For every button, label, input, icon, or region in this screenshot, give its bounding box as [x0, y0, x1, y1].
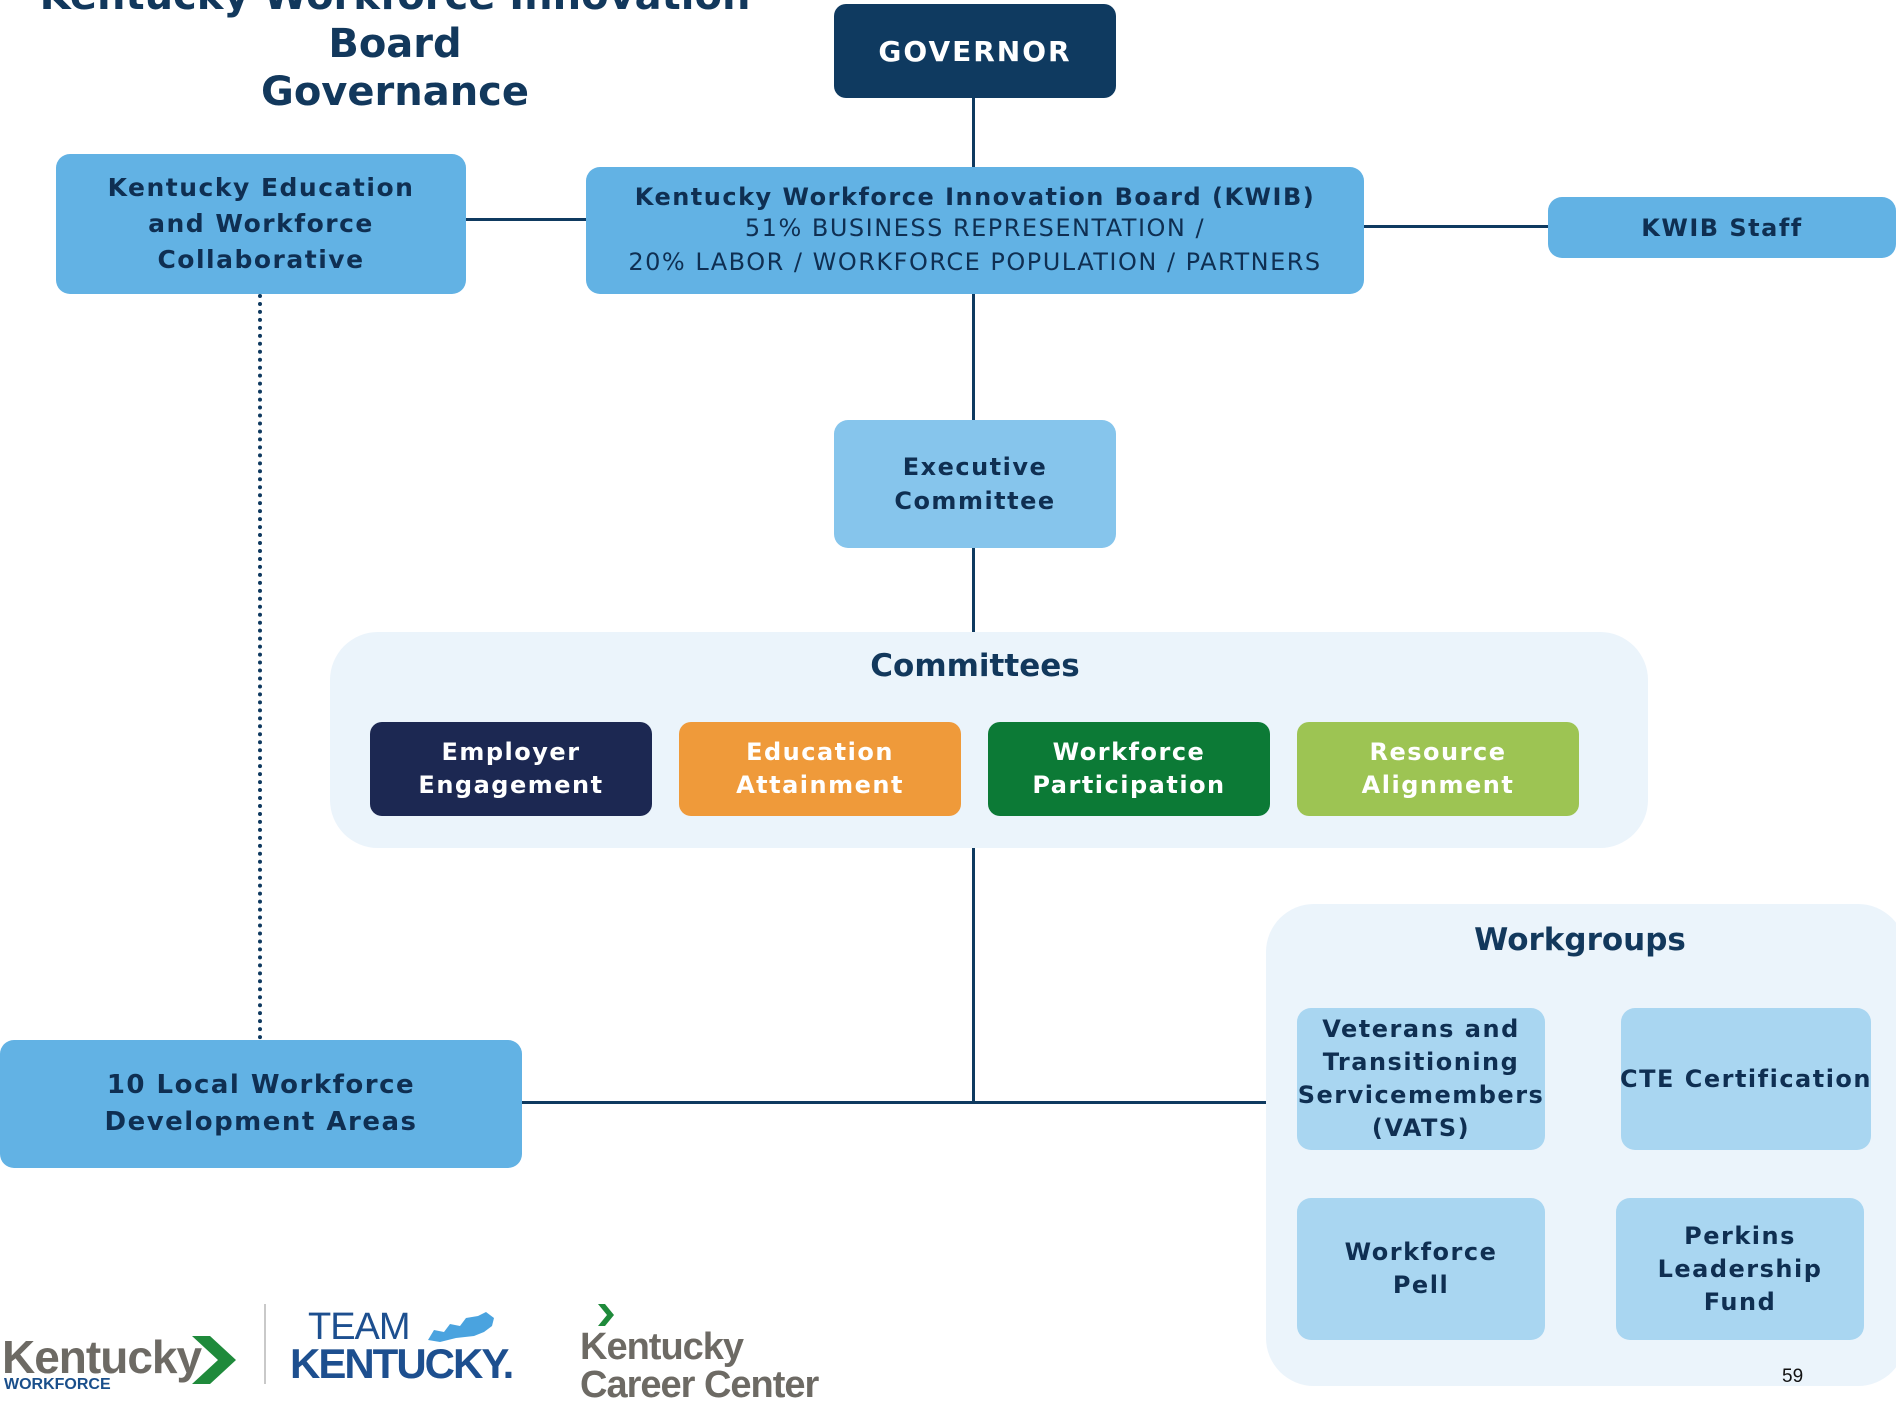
diagram-title-line1: Kentucky Workforce Innovation Board [40, 0, 751, 67]
committee-label: Education Attainment [736, 738, 904, 799]
career-center-logo-line2: Career Center [580, 1364, 819, 1406]
kwib-box: Kentucky Workforce Innovation Board (KWI… [586, 167, 1364, 294]
kwib-staff-box: KWIB Staff [1548, 197, 1896, 258]
team-kentucky-logo-line2: KENTUCKY. [290, 1340, 514, 1387]
chevron-right-icon [598, 1304, 614, 1326]
connector-committees-bottom [972, 848, 975, 1103]
governor-label: GOVERNOR [878, 34, 1072, 68]
logo-divider [264, 1304, 266, 1384]
connector-executive-committees [972, 548, 975, 634]
career-center-logo-line1: Kentucky [580, 1326, 744, 1368]
connector-kewc-kwib [464, 218, 588, 221]
committees-title: Committees [870, 648, 1080, 684]
ky-workforce-logo-line2: WORKFORCE [4, 1376, 111, 1393]
workgroup-label: Veterans and Transitioning Servicemember… [1297, 1015, 1545, 1142]
team-kentucky-logo-line1: TEAM [308, 1306, 411, 1348]
workgroup-label: CTE Certification [1619, 1064, 1873, 1093]
workgroup-vats: Veterans and Transitioning Servicemember… [1297, 1008, 1545, 1150]
workgroup-workforce-pell: Workforce Pell [1297, 1198, 1545, 1340]
committee-education-attainment: Education Attainment [679, 722, 961, 816]
workgroup-cte-certification: CTE Certification [1619, 1008, 1873, 1150]
diagram-title-line2: Governance [260, 69, 530, 115]
committee-resource-alignment: Resource Alignment [1297, 722, 1579, 816]
workgroup-label: Perkins Leadership Fund [1657, 1221, 1823, 1316]
kwib-line3: 20% LABOR / WORKFORCE POPULATION / PARTN… [628, 247, 1322, 276]
kwib-line2: 51% BUSINESS REPRESENTATION / [744, 213, 1206, 242]
committee-label: Resource Alignment [1361, 738, 1515, 799]
kwib-title: Kentucky Workforce Innovation Board (KWI… [634, 182, 1316, 211]
ky-workforce-logo-line1: Kentucky [2, 1331, 202, 1383]
committee-workforce-participation: Workforce Participation [988, 722, 1270, 816]
page-number: 59 [1782, 1366, 1804, 1387]
executive-committee-box: Executive Committee [834, 420, 1116, 548]
connector-governor-kwib [972, 98, 975, 168]
kwib-staff-label: KWIB Staff [1641, 213, 1803, 242]
connector-local-workgroups [522, 1101, 1266, 1104]
kentucky-state-icon [428, 1312, 494, 1342]
kewc-label: Kentucky Education and Workforce Collabo… [107, 173, 415, 274]
local-areas-box: 10 Local Workforce Development Areas [0, 1040, 522, 1168]
chevron-right-icon [192, 1336, 236, 1384]
local-areas-label: 10 Local Workforce Development Areas [104, 1070, 418, 1137]
workgroup-perkins-leadership-fund: Perkins Leadership Fund [1616, 1198, 1864, 1340]
connector-kwib-executive [972, 294, 975, 420]
workgroup-label: Workforce Pell [1344, 1238, 1498, 1299]
committee-label: Employer Engagement [418, 738, 604, 799]
diagram-title: Kentucky Workforce Innovation Board Gove… [0, 0, 810, 116]
committee-employer-engagement: Employer Engagement [370, 722, 652, 816]
kewc-box: Kentucky Education and Workforce Collabo… [56, 154, 466, 294]
dotted-connector-kewc-local [258, 294, 262, 1040]
workgroups-title: Workgroups [1474, 922, 1686, 958]
connector-kwib-staff [1362, 225, 1548, 228]
executive-committee-label: Executive Committee [894, 453, 1056, 515]
committee-label: Workforce Participation [1032, 738, 1226, 799]
governor-box: GOVERNOR [834, 4, 1116, 98]
